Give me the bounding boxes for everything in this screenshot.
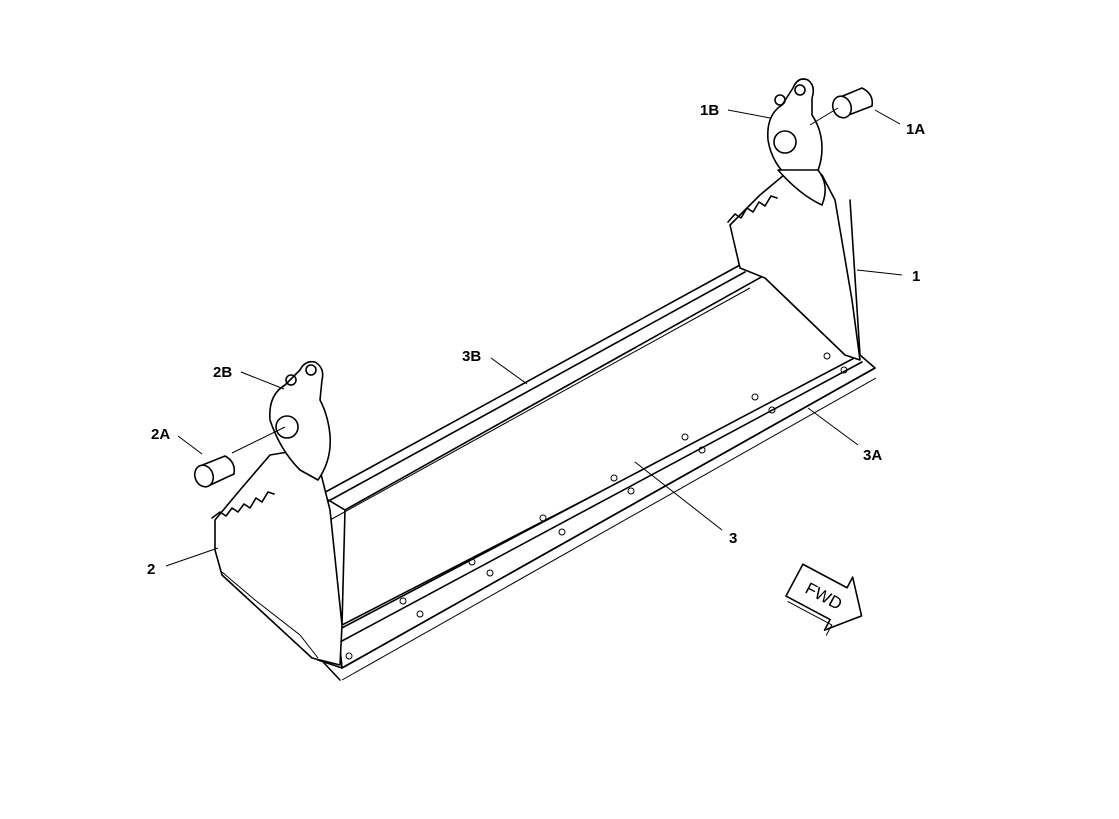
right-side-plate [727,169,861,361]
cutting-edge-assembly [309,352,877,681]
callout-2: 2 [147,561,155,578]
bucket-back-panel [319,264,861,626]
leader-lines [165,107,903,567]
right-bushing [831,87,874,119]
left-bushing [193,455,236,488]
left-mount-bracket [268,360,332,481]
left-side-plate [211,449,343,666]
forward-arrow-icon: FWD [785,563,863,636]
bolt-holes [345,352,848,660]
callout-2B: 2B [213,364,232,381]
callout-1A: 1A [906,121,925,138]
callout-1B: 1B [700,102,719,119]
callout-3A: 3A [863,447,882,464]
callout-3B: 3B [462,348,481,365]
callout-3: 3 [729,530,737,547]
callout-1: 1 [912,268,920,285]
right-mount-bracket [766,78,826,206]
callout-2A: 2A [151,426,170,443]
